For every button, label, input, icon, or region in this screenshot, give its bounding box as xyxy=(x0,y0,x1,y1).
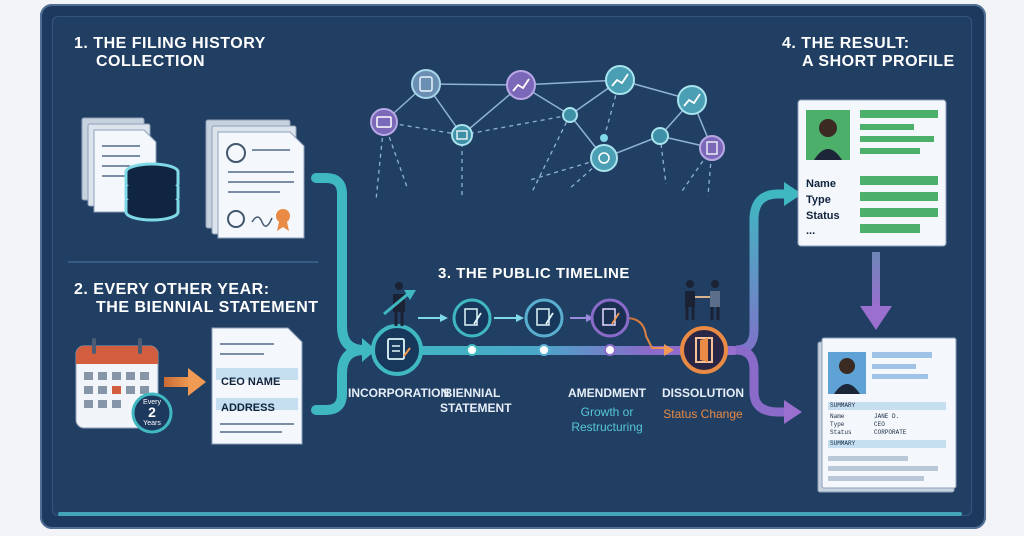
stage-label-biennial-line1: BIENNIAL xyxy=(443,386,501,400)
profile-field-name: Name xyxy=(806,178,836,190)
edit-doc-icon xyxy=(452,298,492,338)
handshake-icon xyxy=(685,280,720,320)
stage-label-amendment: AMENDMENT xyxy=(568,386,646,400)
timeline-title: 3. THE PUBLIC TIMELINE xyxy=(438,265,630,282)
profile-field-more: ... xyxy=(806,225,816,237)
summary-value-type: CEO xyxy=(874,421,885,428)
form-field-address: ADDRESS xyxy=(221,402,275,414)
summary-key-type: Type xyxy=(830,421,845,428)
network-node-icon xyxy=(451,124,473,146)
summary-key-status: Status xyxy=(830,429,852,436)
summary-document xyxy=(817,337,957,493)
stage-label-incorporation: INCORPORATION xyxy=(348,386,450,400)
network-node-icon xyxy=(605,65,635,95)
network-node-icon xyxy=(590,144,618,172)
stage-sub-dissolution: Status Change xyxy=(663,407,743,421)
network-node-icon xyxy=(411,69,441,99)
profile-field-status: Status xyxy=(806,210,840,222)
edit-doc-icon xyxy=(524,298,564,338)
biennial-form xyxy=(211,327,303,445)
growth-arrow-icon xyxy=(383,292,409,316)
collection-title-line1: 1. THE FILING HISTORY xyxy=(74,35,266,52)
stage-arrows xyxy=(418,314,674,356)
stage-sub-amendment-line2: Restructuring xyxy=(571,420,643,434)
biennial-title-line2: THE BIENNIAL STATEMENT xyxy=(96,299,319,316)
summary-heading-1: SUMMARY xyxy=(830,402,856,409)
badge-years: Years xyxy=(143,420,161,427)
biennial-title-line1: 2. EVERY OTHER YEAR: xyxy=(74,281,270,298)
flow-from-biennial xyxy=(311,345,369,415)
arrow-to-form xyxy=(164,368,206,396)
summary-value-name: JANE D. xyxy=(874,413,900,420)
stage-label-biennial-line2: STATEMENT xyxy=(440,401,512,415)
network-nodes xyxy=(370,65,725,172)
stage-sub-amendment-line1: Growth or xyxy=(580,405,634,419)
flow-down-arrow xyxy=(872,252,880,308)
stage-label-dissolution: DISSOLUTION xyxy=(661,386,744,400)
form-field-ceo-name: CEO NAME xyxy=(221,376,281,388)
result-title-line2: A SHORT PROFILE xyxy=(802,53,955,70)
badge-number: 2 xyxy=(148,404,156,420)
door-exit-icon xyxy=(680,326,728,374)
edit-doc-icon xyxy=(590,298,630,338)
flow-to-profile xyxy=(735,189,786,355)
certificate-stack-icon xyxy=(205,119,305,239)
summary-value-status: CORPORATE xyxy=(874,429,907,436)
network-node-icon xyxy=(651,127,669,145)
network-node-icon xyxy=(699,135,725,161)
badge-every: Every xyxy=(143,399,161,406)
flow-to-summary xyxy=(735,345,786,417)
summary-heading-2: SUMMARY xyxy=(830,440,856,447)
network-node-icon xyxy=(506,70,536,100)
flow-from-collection xyxy=(311,173,369,355)
timeline-dots xyxy=(466,344,616,356)
network-node-icon xyxy=(677,85,707,115)
network-node-icon xyxy=(370,108,398,136)
profile-field-type: Type xyxy=(806,194,831,206)
calendar-icon xyxy=(75,338,173,434)
database-icon xyxy=(124,162,180,222)
result-title-line1: 4. THE RESULT: xyxy=(782,35,910,52)
network-node-icon xyxy=(562,107,578,123)
profile-card xyxy=(797,99,947,247)
collection-title-line2: COLLECTION xyxy=(96,53,205,70)
bottom-glow-line xyxy=(58,512,962,516)
summary-key-name: Name xyxy=(830,413,845,420)
incorporation-node xyxy=(371,324,423,376)
